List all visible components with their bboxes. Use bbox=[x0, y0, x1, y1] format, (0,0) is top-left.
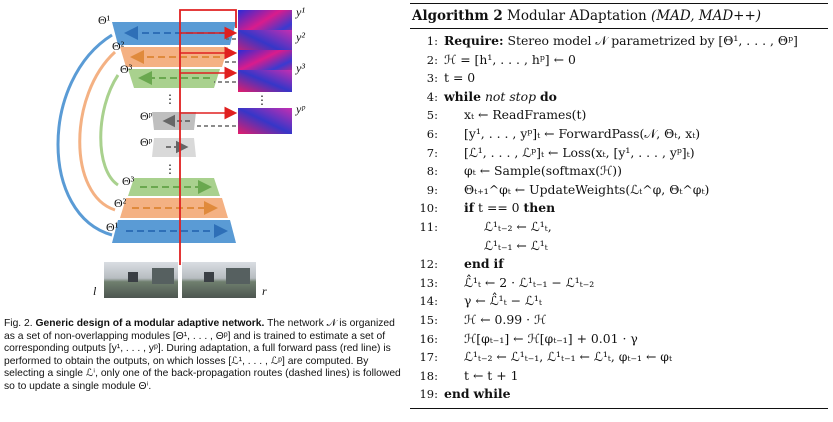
line-number: 15: bbox=[419, 313, 438, 327]
modular-network-figure: ⋮ ⋮ ⋮ y¹ y² y³ yᵖ Θ¹ Θ² Θ³ Θᵖ Θᵖ Θ³ Θ² Θ… bbox=[0, 0, 415, 300]
network-diagram: ⋮ ⋮ ⋮ y¹ y² y³ yᵖ Θ¹ Θ² Θ³ Θᵖ Θᵖ Θ³ Θ² Θ… bbox=[56, 5, 305, 298]
line-code: end while bbox=[444, 386, 511, 402]
algorithm-line: 14: γ ← ℒ̂¹ₜ − ℒ¹ₜ bbox=[410, 293, 828, 311]
line-number: 7: bbox=[426, 145, 438, 160]
algorithm-line: 2: ℋ = [h¹, . . . , hᵖ] ← 0 bbox=[410, 52, 828, 70]
line-number: 11: bbox=[419, 220, 438, 234]
algorithm-box: Algorithm 2 Modular ADaptation (MAD, MAD… bbox=[410, 3, 828, 410]
label-theta1-top: Θ¹ bbox=[98, 13, 111, 27]
line-code: [y¹, . . . , yᵖ]ₜ ← ForwardPass(𝒩, Θₜ, x… bbox=[464, 126, 701, 141]
algorithm-line: 12: end if bbox=[410, 256, 828, 274]
line-code: ℋ ← 0.99 · ℋ bbox=[464, 312, 547, 327]
line-number: 12: bbox=[419, 257, 438, 272]
label-left-image: l bbox=[93, 284, 97, 298]
line-number: 16: bbox=[419, 331, 438, 346]
algorithm-line: 1: Require: Stereo model 𝒩 parametrized b… bbox=[410, 33, 828, 51]
stereo-input-right bbox=[182, 262, 256, 298]
line-code: end if bbox=[464, 256, 504, 272]
output-image-yp bbox=[238, 108, 292, 134]
line-code: ℒ̂¹ₜ ← 2 · ℒ¹ₜ₋₁ − ℒ¹ₜ₋₂ bbox=[464, 274, 595, 290]
forward-pass-line bbox=[179, 9, 237, 265]
line-number: 1: bbox=[426, 34, 438, 48]
algorithm-line: 18: t ← t + 1 bbox=[410, 368, 828, 386]
line-code: while not stop do bbox=[444, 88, 557, 104]
line-code: ℒ¹ₜ₋₂ ← ℒ¹ₜ₋₁, ℒ¹ₜ₋₁ ← ℒ¹ₜ, φₜ₋₁ ← φₜ bbox=[464, 349, 673, 365]
algorithm-line: 11: ℒ¹ₜ₋₂ ← ℒ¹ₜ, bbox=[410, 219, 828, 237]
label-theta3-bottom: Θ³ bbox=[122, 174, 135, 188]
label-theta1-bottom: Θ¹ bbox=[106, 220, 119, 234]
label-theta2-top: Θ² bbox=[112, 39, 125, 53]
algorithm-line: 19: end while bbox=[410, 386, 828, 404]
algorithm-line: 7: [ℒ¹, . . . , ℒᵖ]ₜ ← Loss(xₜ, [y¹, . . … bbox=[410, 145, 828, 163]
algorithm-line: 9: Θₜ₊₁^φₜ ← UpdateWeights(ℒₜ^φ, Θₜ^φₜ) bbox=[410, 182, 828, 200]
line-number: 19: bbox=[419, 387, 438, 402]
caption-fig-number: Fig. 2. bbox=[4, 318, 33, 329]
line-number: 10: bbox=[419, 201, 438, 216]
algorithm-line: 6: [y¹, . . . , yᵖ]ₜ ← ForwardPass(𝒩, Θₜ,… bbox=[410, 126, 828, 144]
algorithm-line: 5: xₜ ← ReadFrames(t) bbox=[410, 107, 828, 125]
label-y3: y³ bbox=[295, 61, 305, 75]
line-number: 2: bbox=[426, 52, 438, 67]
label-right-image: r bbox=[262, 284, 267, 298]
stereo-input-left bbox=[104, 262, 178, 298]
algorithm-line: 10: if t == 0 then bbox=[410, 200, 828, 218]
label-theta2-bottom: Θ² bbox=[114, 196, 127, 210]
algorithm-line: 13: ℒ̂¹ₜ ← 2 · ℒ¹ₜ₋₁ − ℒ¹ₜ₋₂ bbox=[410, 275, 828, 293]
line-code: t ← t + 1 bbox=[464, 367, 519, 383]
line-number: 6: bbox=[426, 127, 438, 141]
line-number: 9: bbox=[426, 182, 438, 197]
line-number: 5: bbox=[426, 108, 438, 123]
algorithm-line: 8: φₜ ← Sample(softmax(ℋ)) bbox=[410, 163, 828, 181]
caption-title: Generic design of a modular adaptive net… bbox=[35, 318, 265, 329]
module-theta1-top bbox=[112, 22, 236, 45]
skip-arc-level1 bbox=[56, 33, 113, 237]
line-number: 14: bbox=[419, 294, 438, 309]
line-number: 17: bbox=[419, 350, 438, 365]
algorithm-line: 3: t = 0 bbox=[410, 70, 828, 88]
label-theta3-top: Θ³ bbox=[120, 62, 133, 76]
line-number: 13: bbox=[419, 275, 438, 290]
label-y2: y² bbox=[295, 30, 305, 44]
caption-body: The network 𝒩 is organized as a set of n… bbox=[4, 318, 401, 392]
svg-text:⋮: ⋮ bbox=[256, 93, 268, 107]
line-number: 18: bbox=[419, 368, 438, 383]
line-code: Require: Stereo model 𝒩 parametrized by … bbox=[444, 33, 798, 48]
line-code: [ℒ¹, . . . , ℒᵖ]ₜ ← Loss(xₜ, [y¹, . . . … bbox=[464, 144, 695, 160]
label-thetap-top: Θᵖ bbox=[140, 109, 153, 123]
algorithm-line: 15: ℋ ← 0.99 · ℋ bbox=[410, 312, 828, 330]
line-number: 3: bbox=[426, 71, 438, 86]
algorithm-title: Algorithm 2 Modular ADaptation (MAD, MAD… bbox=[412, 8, 762, 24]
line-code: φₜ ← Sample(softmax(ℋ)) bbox=[464, 163, 622, 179]
line-code: xₜ ← ReadFrames(t) bbox=[464, 107, 587, 123]
line-code: if t == 0 then bbox=[464, 200, 556, 216]
algorithm-line: 16: ℋ[φₜ₋₁] ← ℋ[φₜ₋₁] + 0.01 · γ bbox=[410, 331, 828, 349]
line-code: ℒ¹ₜ₋₂ ← ℒ¹ₜ, bbox=[484, 219, 552, 234]
line-code: ℋ[φₜ₋₁] ← ℋ[φₜ₋₁] + 0.01 · γ bbox=[464, 330, 638, 346]
skip-arc-level2 bbox=[78, 50, 117, 212]
line-code: γ ← ℒ̂¹ₜ − ℒ¹ₜ bbox=[464, 293, 542, 309]
line-number: 4: bbox=[426, 89, 438, 104]
line-code: ℒ¹ₜ₋₁ ← ℒ¹ₜ bbox=[484, 237, 548, 253]
line-code: Θₜ₊₁^φₜ ← UpdateWeights(ℒₜ^φ, Θₜ^φₜ) bbox=[464, 181, 710, 197]
line-code: t = 0 bbox=[444, 70, 476, 86]
figure-caption: Fig. 2. Generic design of a modular adap… bbox=[4, 318, 406, 394]
line-number: 8: bbox=[426, 164, 438, 179]
svg-text:⋮: ⋮ bbox=[164, 92, 176, 106]
label-y1: y¹ bbox=[295, 5, 305, 19]
line-code: ℋ = [h¹, . . . , hᵖ] ← 0 bbox=[444, 51, 576, 67]
skip-arc-level3 bbox=[99, 74, 120, 187]
algorithm-line: 17: ℒ¹ₜ₋₂ ← ℒ¹ₜ₋₁, ℒ¹ₜ₋₁ ← ℒ¹ₜ, φₜ₋₁ ← φₜ bbox=[410, 349, 828, 367]
label-thetap-bottom: Θᵖ bbox=[140, 135, 153, 149]
label-yp: yᵖ bbox=[295, 102, 305, 116]
svg-text:⋮: ⋮ bbox=[164, 162, 176, 176]
algorithm-line: 4: while not stop do bbox=[410, 89, 828, 107]
module-theta2-bottom bbox=[120, 198, 228, 218]
algorithm-line: ℒ¹ₜ₋₁ ← ℒ¹ₜ bbox=[410, 238, 828, 256]
